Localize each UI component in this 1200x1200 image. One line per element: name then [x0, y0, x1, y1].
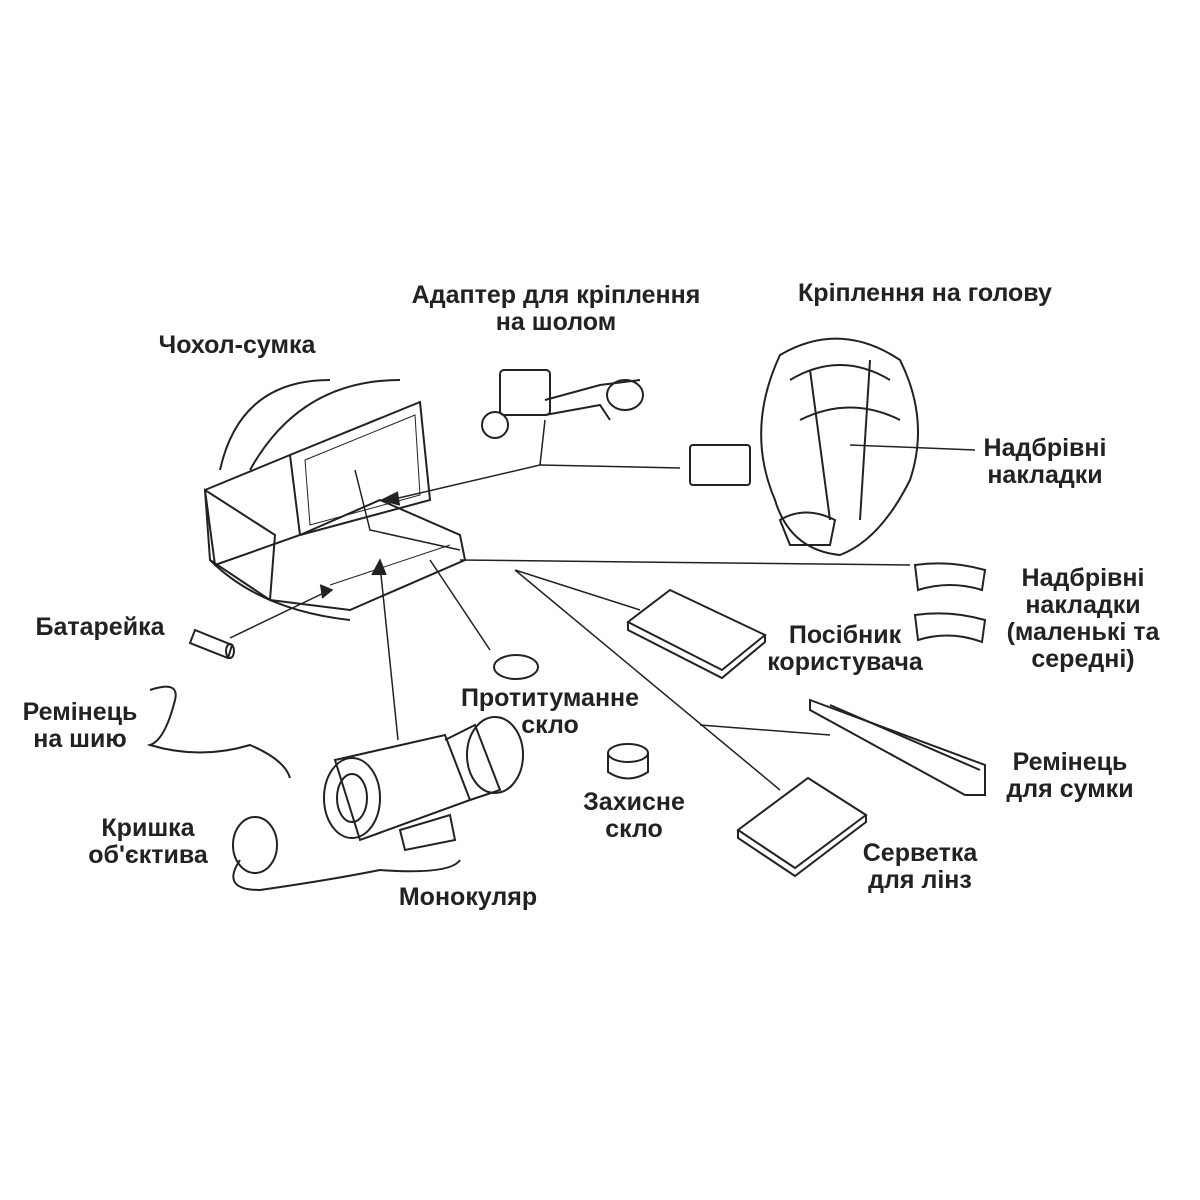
protective-glass-drawing	[607, 743, 649, 780]
neck-strap-drawing	[146, 685, 291, 779]
case-drawing	[203, 379, 467, 621]
helmet-adapter-drawing	[481, 369, 644, 439]
label-head-mount: Кріплення на голову	[798, 279, 1052, 307]
battery-drawing	[188, 628, 235, 660]
head-mount-drawing	[689, 337, 919, 557]
bag-strap-drawing	[809, 698, 986, 796]
lens-cap-drawing	[232, 816, 461, 892]
monocular-drawing	[323, 716, 524, 852]
pointer-lines	[229, 419, 976, 791]
manual-drawing	[626, 588, 767, 680]
label-battery: Батарейка	[35, 613, 165, 641]
antifog-glass-drawing	[493, 654, 539, 680]
label-case: Чохол-сумка	[158, 331, 316, 359]
lens-tissue-drawing	[736, 776, 868, 878]
brow-pads-drawing	[913, 562, 987, 644]
label-monocular: Монокуляр	[398, 883, 538, 911]
